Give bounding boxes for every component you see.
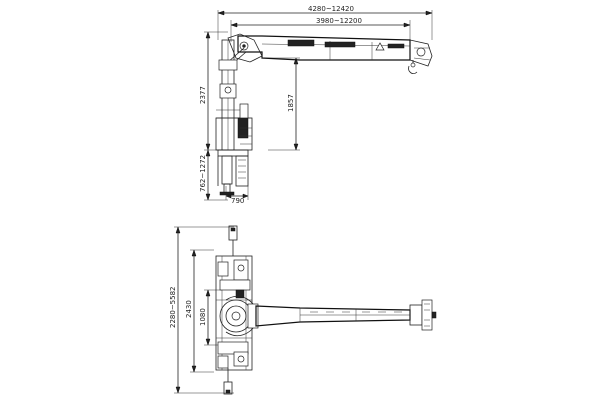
side-view: 4280~12420 3980~12200 2377 762~1272 — [199, 5, 433, 205]
boom-side — [237, 35, 433, 74]
dim-frame-length: 2430 — [185, 300, 193, 318]
dim-inner-height: 1857 — [287, 94, 295, 112]
dim-center-offset-line — [204, 289, 222, 346]
top-view: 2280~5582 2430 1080 — [169, 225, 437, 395]
dim-boom-length-line — [230, 20, 411, 42]
outrigger-pads — [223, 225, 238, 395]
dim-outrigger-span: 2280~5582 — [169, 287, 177, 329]
dim-leg-range-line — [204, 149, 228, 201]
dim-leg-range: 762~1272 — [199, 155, 207, 192]
dim-total-reach: 4280~12420 — [308, 5, 354, 13]
boom-joint — [227, 33, 263, 67]
slewing-center — [219, 295, 259, 337]
dim-total-reach-line — [217, 10, 433, 40]
dim-boom-length: 3980~12200 — [316, 17, 362, 25]
base-side — [217, 149, 249, 196]
dim-center-offset: 1080 — [199, 308, 207, 326]
dim-base-width: 790 — [231, 197, 244, 205]
dim-frame-length-line — [190, 249, 214, 373]
boom-top — [255, 299, 437, 331]
dim-height: 2377 — [199, 86, 207, 104]
column-side — [215, 39, 253, 151]
frame-top — [215, 255, 253, 371]
